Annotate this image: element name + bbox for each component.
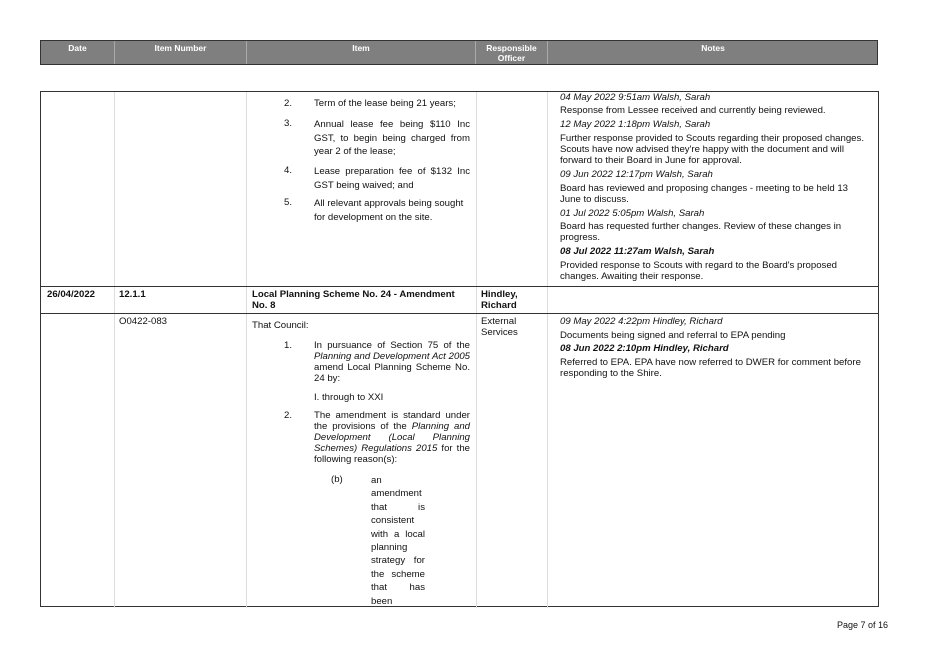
list-item: In pursuance of Section 75 of the Planni… [314,340,470,384]
header-officer: Responsible Officer [486,43,537,63]
responsible-officer: Hindley, Richard [481,289,518,311]
note-text: Further response provided to Scouts rega… [560,133,864,166]
list-item: Annual lease fee being $110 Inc GST, to … [314,119,470,157]
note-stamp: 09 Jun 2022 12:17pm Walsh, Sarah [560,169,713,180]
item-date: 26/04/2022 [47,289,96,300]
note-stamp: 08 Jun 2022 2:10pm Hindley, Richard [560,343,729,354]
header-notes: Notes [701,43,725,53]
item-number: 12.1.1 [119,289,146,300]
resolution-lead: That Council: [252,320,309,331]
note-stamp: 09 May 2022 4:22pm Hindley, Richard [560,316,723,327]
note-stamp: 08 Jul 2022 11:27am Walsh, Sarah [560,246,715,257]
page-number: Page 7 of 16 [836,620,888,630]
note-stamp: 04 May 2022 9:51am Walsh, Sarah [560,92,711,103]
responsible-officer: External Services [481,316,518,338]
minutes-table [40,91,879,608]
list-number: 3. [284,118,293,129]
list-number: 5. [284,197,293,208]
note-stamp: 12 May 2022 1:18pm Walsh, Sarah [560,119,711,130]
note-stamp: 01 Jul 2022 5:05pm Walsh, Sarah [560,208,705,219]
note-text: Board has requested further changes. Rev… [560,221,842,243]
header-item-number: Item Number [154,43,207,53]
list-number: 2. [284,98,293,109]
note-text: Board has reviewed and proposing changes… [560,183,849,205]
item-title: Local Planning Scheme No. 24 - Amendment… [252,289,455,311]
table-header: Date Item Number Item Responsible Office… [40,40,878,65]
reference-number: O0422-083 [119,316,168,327]
list-number: 1. [284,340,293,351]
sub-label: (b) [331,474,343,485]
roman-range: I. through to XXI [314,392,384,403]
note-text: Response from Lessee received and curren… [560,105,826,116]
list-item: All relevant approvals being sought for … [314,198,464,223]
list-item: Term of the lease being 21 years; [314,98,456,109]
list-item: Lease preparation fee of $132 Inc GST be… [314,166,470,191]
note-text: Referred to EPA. EPA have now referred t… [560,357,861,379]
header-item: Item [352,43,370,53]
sub-text: an amendment that is consistent with a l… [371,475,425,607]
header-date: Date [68,43,87,53]
note-text: Provided response to Scouts with regard … [560,260,838,282]
note-text: Documents being signed and referral to E… [560,330,786,341]
list-number: 2. [284,410,293,421]
list-item: The amendment is standard under the prov… [314,410,471,465]
list-number: 4. [284,165,293,176]
